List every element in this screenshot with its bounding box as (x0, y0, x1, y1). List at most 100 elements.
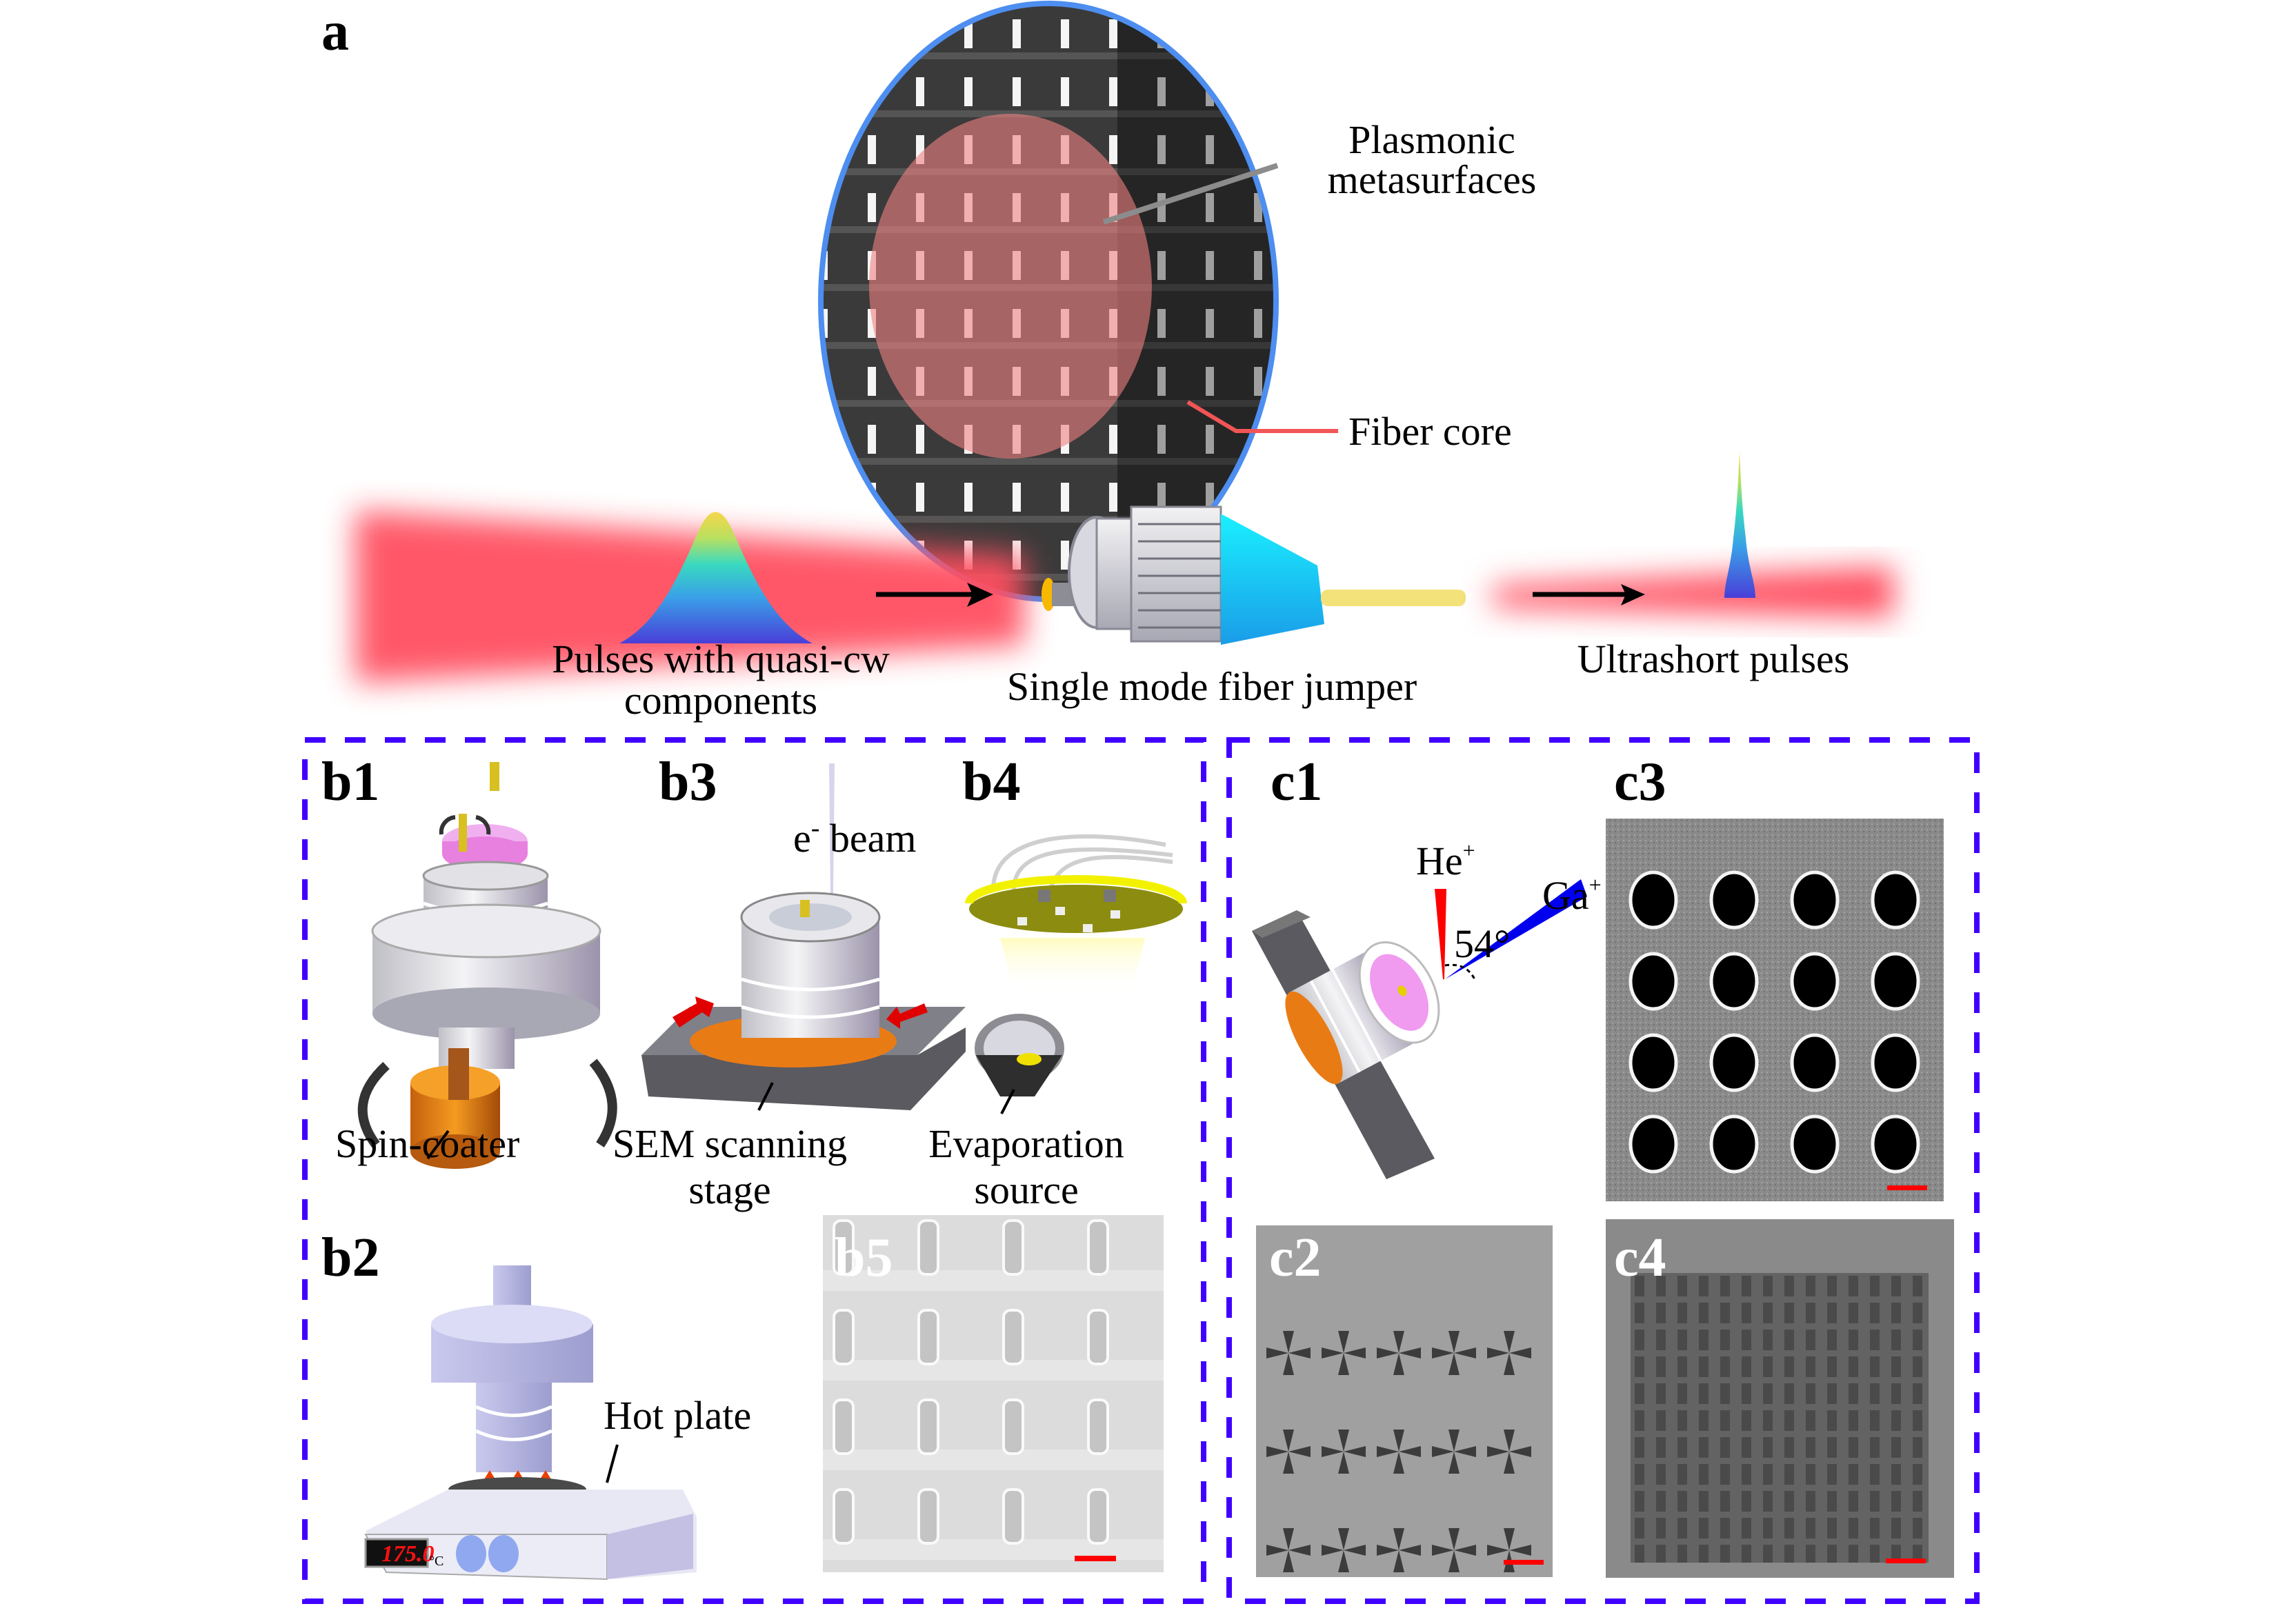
electron-beam (829, 763, 835, 894)
hot-plate-knob-2 (488, 1535, 519, 1572)
sem-stage-illustration (641, 763, 966, 1111)
ga-ion-charge: + (1589, 872, 1602, 897)
he-ion-charge: + (1463, 838, 1475, 863)
hole (1628, 1114, 1678, 1174)
spin-coater-illustration (357, 762, 617, 1169)
bowtie-array (1266, 1331, 1531, 1572)
panel-c: c1 He+ Ga+ 54° c3 (1226, 737, 1980, 1604)
he-ion-label: He+ (1416, 838, 1475, 883)
hole-array (1628, 870, 1920, 1174)
e-beam-sup: - (811, 814, 820, 843)
bowtie (1266, 1430, 1311, 1474)
fib-setup-illustration (1252, 879, 1587, 1179)
hole (1709, 1033, 1759, 1092)
bowtie (1432, 1331, 1476, 1375)
he-ion-text: He (1416, 839, 1463, 883)
e-beam-suffix: beam (819, 816, 916, 861)
panel-a: a Plasmonic metasurfaces Fiber core (321, 1, 1893, 723)
hole (1628, 870, 1678, 930)
rotation-arrow-icon (357, 1061, 390, 1148)
hot-plate-illustration: 175.0 °C (364, 1265, 697, 1581)
bowtie (1487, 1528, 1531, 1572)
output-pulse (1724, 452, 1755, 598)
scale-bar-c3 (1887, 1185, 1927, 1190)
bowtie (1432, 1430, 1476, 1474)
sem-image-b5: b5 (823, 1215, 1164, 1572)
panel-label-b1: b1 (321, 752, 380, 812)
connector-cone (1221, 514, 1324, 645)
ga-ion-label: Ga+ (1542, 872, 1602, 918)
sem-image-c3 (1606, 819, 1944, 1201)
scale-bar-c4 (1886, 1558, 1926, 1563)
panel-label-c1: c1 (1271, 752, 1323, 812)
evaporation-illustration (965, 834, 1187, 1114)
panel-c-dashed-border (1226, 737, 1980, 1604)
bowtie (1432, 1528, 1476, 1572)
bowtie (1487, 1331, 1531, 1375)
hole (1709, 870, 1759, 930)
rotation-arrow-icon-2 (589, 1059, 617, 1147)
scale-bar-c2 (1504, 1560, 1544, 1565)
red-arrow-icon-2 (886, 1003, 928, 1029)
panel-label-b3: b3 (659, 752, 717, 812)
panel-label-c2: c2 (1269, 1227, 1322, 1288)
panel-b: b1 Spin-coater b3 (302, 737, 1206, 1604)
panel-label-c3: c3 (1614, 752, 1666, 812)
hole (1628, 952, 1678, 1011)
bowtie (1322, 1528, 1366, 1572)
scale-bar (1075, 1556, 1116, 1561)
fiber-pigtail (1321, 590, 1466, 606)
hole (1790, 1033, 1840, 1092)
hole (1628, 1033, 1678, 1092)
panel-label-b5: b5 (835, 1227, 893, 1288)
bowtie (1487, 1430, 1531, 1474)
output-pulse-label: Ultrashort pulses (1577, 636, 1850, 681)
fiber-core-arrow-line (1186, 400, 1338, 433)
hole (1709, 1114, 1759, 1174)
temperature-display (364, 1538, 429, 1568)
he-ion-beam (1435, 889, 1446, 979)
panel-label-b4: b4 (962, 752, 1021, 812)
bowtie (1377, 1331, 1421, 1375)
hole (1709, 952, 1759, 1011)
hole (1871, 1033, 1920, 1092)
bowtie (1322, 1331, 1366, 1375)
sem-image-c2: c2 (1256, 1225, 1553, 1577)
metasurface-label: Plasmonic (1348, 117, 1515, 162)
hole (1871, 952, 1920, 1011)
bowtie (1377, 1528, 1421, 1572)
output-beam (1493, 452, 1893, 617)
arrow-right-icon (876, 583, 993, 607)
spin-coater-label: Spin-coater (335, 1121, 519, 1166)
panel-label-a: a (321, 1, 349, 62)
fiber-core-label: Fiber core (1348, 409, 1512, 454)
e-beam-prefix: e (793, 816, 811, 861)
ga-ion-text: Ga (1542, 873, 1589, 918)
jumper-label: Single mode fiber jumper (1007, 664, 1417, 709)
input-pulse-label: Pulses with quasi-cw (552, 636, 890, 681)
bowtie (1377, 1430, 1421, 1474)
red-arrow-icon (673, 996, 714, 1027)
hole (1871, 870, 1920, 930)
bowtie (1322, 1430, 1366, 1474)
angle-label: 54° (1454, 921, 1510, 966)
hot-plate-knob (456, 1535, 486, 1572)
e-beam-label: e- beam (793, 814, 917, 861)
sem-image-c4: c4 (1606, 1219, 1954, 1578)
ga-ion-beam (1445, 879, 1587, 979)
bowtie (1266, 1331, 1311, 1375)
temperature-value: 175.0 (381, 1541, 435, 1567)
evaporation-label: Evaporation (928, 1121, 1124, 1166)
input-pulse (619, 512, 813, 643)
sem-stage-label-2: stage (688, 1167, 770, 1212)
hole (1790, 1114, 1840, 1174)
evaporation-label-2: source (974, 1167, 1078, 1212)
hole (1871, 1114, 1920, 1174)
metasurface-callout-line (1102, 163, 1279, 225)
hole (1790, 870, 1840, 930)
panel-label-c4: c4 (1614, 1227, 1666, 1288)
input-pulse-label-2: components (624, 678, 817, 723)
input-beam (355, 510, 1024, 683)
arrow-right-icon-2 (1533, 584, 1645, 605)
